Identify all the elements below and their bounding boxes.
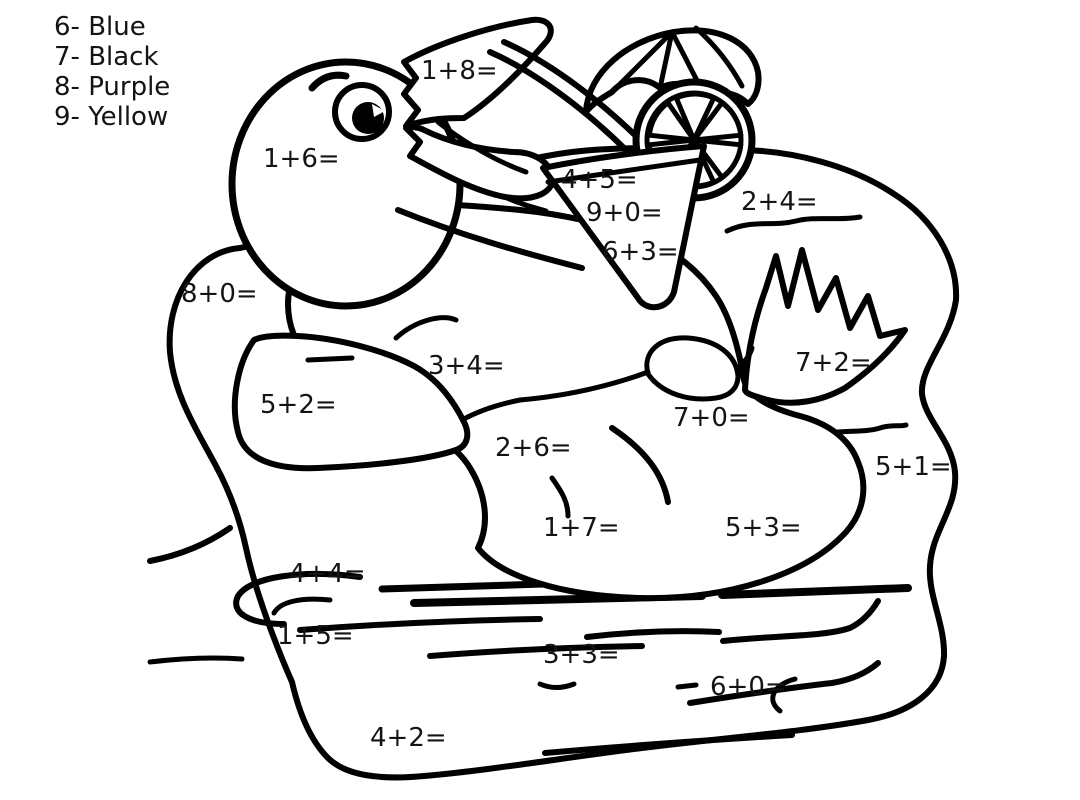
math-problem: 4+4= — [289, 559, 366, 589]
cocktail-cup — [540, 143, 707, 310]
water-ripples — [147, 214, 912, 756]
math-problem: 4+2= — [370, 723, 447, 753]
math-problem: 6+0= — [710, 672, 787, 702]
duck-tail-feathers — [742, 247, 908, 406]
duck-leg-line — [609, 425, 671, 505]
math-problem: 4+5= — [561, 165, 638, 195]
math-problem: 5+1= — [875, 452, 952, 482]
math-problem: 2+6= — [495, 433, 572, 463]
math-problem: 5+3= — [725, 513, 802, 543]
color-key-item: 9- Yellow — [54, 102, 169, 132]
math-problem: 7+0= — [673, 403, 750, 433]
duck-eyebrow — [308, 71, 350, 92]
color-key-item: 8- Purple — [54, 72, 171, 102]
duck-flipper-lines — [395, 194, 671, 519]
math-problem: 9+0= — [586, 198, 663, 228]
math-problem: 1+5= — [277, 621, 354, 651]
duck-pupil — [352, 102, 384, 134]
drinking-straw — [487, 39, 645, 155]
math-problem: 2+4= — [741, 187, 818, 217]
color-key-legend: 6- Blue 7- Black 8- Purple 9- Yellow — [54, 12, 170, 132]
math-problem: 1+7= — [543, 513, 620, 543]
color-key-item: 6- Blue — [54, 12, 146, 42]
math-problem: 1+8= — [421, 56, 498, 86]
duck-mouth-line — [435, 119, 529, 175]
math-problem: 8+0= — [181, 279, 258, 309]
math-problem: 5+2= — [260, 390, 337, 420]
duck-wing — [231, 315, 471, 472]
math-problem: 1+6= — [263, 144, 340, 174]
cup-body — [540, 143, 707, 310]
math-problem: 3+3= — [543, 640, 620, 670]
duck-leg-bump — [644, 335, 741, 402]
cup-rim — [545, 157, 703, 185]
math-problem: 7+2= — [795, 348, 872, 378]
color-key-item: 7- Black — [54, 42, 159, 72]
math-problem: 3+4= — [428, 351, 505, 381]
math-problem: 6+3= — [602, 237, 679, 267]
